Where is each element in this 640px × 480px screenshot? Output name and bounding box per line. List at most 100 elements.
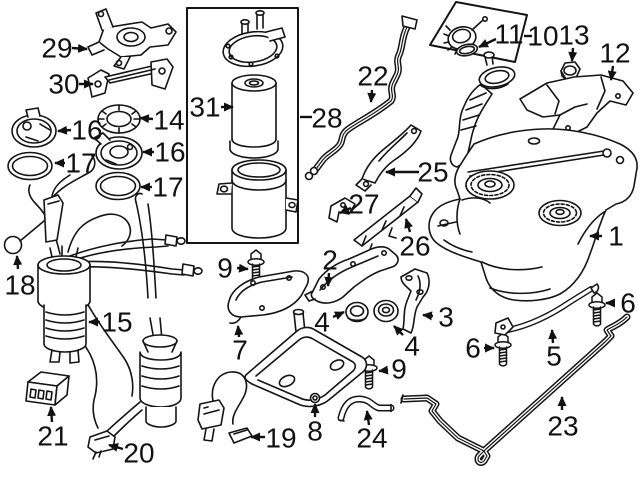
callout-4-25: 4 (393, 325, 420, 362)
callout-15-20: 15 (88, 307, 133, 338)
callout-18-19: 18 (4, 255, 36, 301)
callout-19-32: 19 (250, 423, 297, 454)
part-17-oring-right (95, 171, 141, 201)
callout-number-27: 27 (348, 189, 379, 220)
callout-1-17: 1 (589, 221, 624, 252)
callout-24-34: 24 (356, 410, 388, 454)
callout-number-5: 5 (546, 341, 562, 372)
callout-6-29: 6 (605, 288, 636, 319)
callout-number-23: 23 (547, 411, 578, 442)
callout-number-16: 16 (154, 137, 185, 168)
callout-25-14: 25 (385, 157, 449, 188)
part-7-shield (227, 270, 310, 325)
callout-number-20: 20 (123, 438, 154, 469)
part-23-fuel-line (400, 313, 631, 466)
part-26-rail (353, 187, 423, 255)
part-24-hose (337, 395, 395, 422)
callout-16-4: 16 (142, 137, 186, 168)
callout-8-33: 8 (307, 403, 323, 447)
part-22-vent-tube (304, 15, 418, 181)
callout-number-2: 2 (322, 245, 338, 276)
part-31-filter-element (229, 74, 279, 159)
callout-number-10: 10 (527, 21, 558, 52)
callout-number-16: 16 (71, 115, 102, 146)
callout-20-31: 20 (108, 438, 155, 469)
callout-number-11: 11 (494, 19, 523, 50)
callout-14-3: 14 (139, 105, 185, 136)
callout-number-8: 8 (307, 416, 323, 447)
part-5-strap (494, 283, 600, 336)
callout-number-19: 19 (265, 423, 296, 454)
callout-13-12: 13 (558, 20, 590, 62)
part-3-bracket (400, 268, 430, 334)
callout-number-9: 9 (217, 253, 233, 284)
part-12-cover (519, 74, 634, 136)
callout-21-30: 21 (37, 406, 69, 452)
callout-23-35: 23 (547, 396, 579, 442)
callout-29-0: 29 (41, 33, 88, 64)
callout-number-7: 7 (232, 335, 248, 366)
part-18-level-sender (3, 174, 71, 255)
callout-number-25: 25 (417, 157, 448, 188)
part-6-bolt-left (494, 332, 512, 367)
callout-9-21: 9 (217, 253, 249, 284)
callout-12-13: 12 (599, 38, 631, 81)
part-16-flange-right (93, 132, 143, 170)
part-19-harness (197, 371, 253, 444)
callout-10-11: 10 (524, 21, 559, 52)
callout-27-15: 27 (339, 189, 380, 220)
part-28-canister-cap (222, 10, 286, 68)
callout-number-4: 4 (404, 331, 420, 362)
part-8-grommet (309, 392, 321, 404)
callout-7-22: 7 (232, 325, 248, 366)
callout-number-1: 1 (608, 221, 624, 252)
callout-number-31: 31 (189, 92, 220, 123)
part-25-bracket (355, 124, 422, 192)
callout-number-6: 6 (465, 333, 481, 364)
part-16-flange-left (11, 107, 57, 148)
part-15-fuel-pump (37, 245, 91, 364)
part-2-heat-shield (304, 246, 399, 304)
callout-17-5: 17 (54, 148, 97, 179)
skid-plate (244, 308, 368, 408)
part-4-grommet-right (373, 299, 399, 323)
callout-28-8: 28 (300, 103, 343, 134)
callout-number-13: 13 (558, 20, 589, 51)
callout-number-4: 4 (314, 307, 330, 338)
callout-number-21: 21 (37, 421, 68, 452)
callout-16-2: 16 (57, 115, 103, 146)
callout-number-17: 17 (65, 148, 96, 179)
callout-2-18: 2 (322, 245, 338, 287)
callout-number-9: 9 (391, 354, 407, 385)
callout-31-7: 31 (189, 92, 234, 123)
callout-26-16: 26 (399, 218, 431, 262)
callout-11-10: 11 (478, 19, 524, 50)
callout-number-17: 17 (152, 172, 183, 203)
callout-number-24: 24 (356, 423, 387, 454)
callout-22-9: 22 (357, 61, 389, 103)
filler-neck (449, 51, 516, 168)
callout-number-18: 18 (4, 270, 35, 301)
part-11-fuel-cap (443, 15, 488, 57)
callout-3-23: 3 (422, 302, 454, 333)
callout-30-1: 30 (48, 69, 94, 100)
part-6-bolt-right (588, 292, 606, 327)
callout-number-29: 29 (41, 33, 72, 64)
fuel-hoses-harness (28, 155, 203, 429)
callout-number-30: 30 (48, 69, 79, 100)
part-17-oring-left (7, 151, 53, 181)
part-1-fuel-tank (428, 128, 638, 302)
callout-5-28: 5 (546, 329, 562, 372)
callout-number-15: 15 (101, 307, 132, 338)
callout-9-26: 9 (378, 354, 407, 385)
part-30-bracket (87, 58, 174, 98)
part-28-canister-body (216, 159, 299, 239)
callout-number-12: 12 (599, 38, 630, 69)
callout-number-22: 22 (357, 61, 388, 92)
callout-number-26: 26 (399, 231, 430, 262)
callout-number-28: 28 (311, 103, 342, 134)
part-20-pump-harness (87, 317, 182, 460)
